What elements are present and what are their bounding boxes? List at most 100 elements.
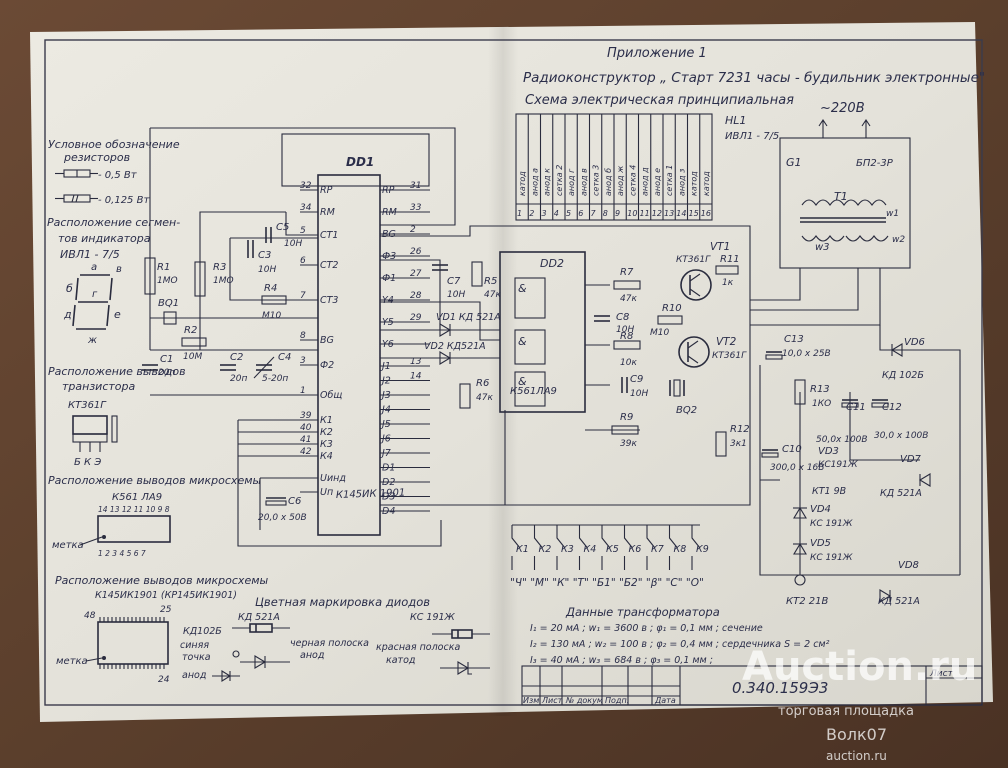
- segment-legend-part: ИВЛ1 - 7/5: [60, 248, 120, 261]
- c9-symbol: [621, 377, 628, 393]
- mains-arrows: [818, 119, 871, 138]
- dd1-right-pin-name: RM: [382, 207, 397, 218]
- r9-label: R9: [620, 412, 633, 423]
- dd1-left-pin-number: 5: [300, 226, 306, 236]
- dd1-right-pin-number: 26: [410, 247, 422, 257]
- hl1-pin-number: 7: [591, 209, 597, 218]
- segment-zh: ж: [87, 335, 97, 346]
- g1-type: БП2-3Р: [856, 158, 894, 169]
- w2-label: w2: [892, 235, 905, 245]
- dd2-wiring: [380, 259, 640, 505]
- key-switch: [646, 525, 656, 570]
- hl1-pin-number: 1: [517, 209, 522, 218]
- dd1-left-pin-number: 1: [300, 386, 306, 396]
- dd1-right-pin-number: 28: [410, 291, 422, 301]
- dd1-left-pin-name: Uп: [320, 487, 333, 498]
- c6-value: 20,0 х 50В: [258, 513, 307, 523]
- vd8-label: VD8: [898, 560, 919, 571]
- key-label: К9: [696, 544, 709, 555]
- hl1-pin-label: анод в: [579, 168, 588, 196]
- c3-value: 10Н: [258, 265, 276, 275]
- g1-box: [779, 137, 911, 269]
- transformer-data-row-1: I₁ = 20 мА ; w₁ = 3600 в ; φ₁ = 0,1 мм ;…: [530, 623, 763, 634]
- dd1-left-pin-number: 40: [300, 423, 312, 433]
- dd1-right-pin-name: J2: [380, 376, 391, 387]
- dd1-right-pin-number: 31: [410, 181, 421, 191]
- schematic-subtitle: Схема электрическая принципиальная: [525, 93, 794, 108]
- kd521-symbol: [240, 655, 290, 669]
- dd1-left-pin-name: Общ: [320, 390, 342, 401]
- ic1-pins-bottom: 1 2 3 4 5 6 7: [98, 549, 146, 558]
- segment-b: б: [66, 282, 73, 295]
- vd1-symbol: [439, 323, 452, 337]
- dd1-right-pin-name: J4: [380, 405, 391, 416]
- c4-label: C4: [278, 352, 291, 363]
- dd1-right-pin-name: D3: [382, 492, 395, 503]
- dd1-left-pin-number: 8: [300, 331, 306, 341]
- resistor-legend-title-2: резисторов: [63, 151, 130, 164]
- r9-body: [611, 425, 639, 435]
- ic2-mark-label: метка: [56, 656, 88, 667]
- dd1-left-pin-name: К3: [320, 439, 333, 450]
- hl1-pin-label: анод д: [641, 167, 650, 196]
- hl1-pin-number: 4: [554, 209, 559, 218]
- vt-bottom-label: КТ2 21В: [786, 596, 828, 607]
- c13-value: 10,0 х 25В: [782, 349, 831, 359]
- dd1-right-pin-name: ВG: [382, 229, 396, 240]
- r5-label: R5: [484, 276, 497, 287]
- vd2-label: VD2 КД521А: [424, 341, 486, 352]
- hl1-pin-label: анод а: [530, 168, 539, 196]
- g1-label: G1: [786, 156, 802, 169]
- key-label: К1: [516, 544, 529, 555]
- dd1-right-pin-number: 27: [410, 269, 422, 279]
- bq2-label: BQ2: [676, 405, 697, 416]
- c10-value: 300,0 х 16В: [770, 463, 824, 473]
- dd1-left-pin-number: 7: [300, 291, 306, 301]
- r6-body: [459, 383, 471, 409]
- hl1-pin-number: 13: [664, 209, 674, 218]
- vd6-symbol: [890, 343, 903, 357]
- c5-label: C5: [276, 222, 289, 233]
- c6-symbol: [265, 497, 287, 506]
- r4-label: R4: [264, 283, 277, 294]
- dd1-left-pin-name: ВG: [320, 335, 334, 346]
- ic1-mark-label: метка: [52, 540, 84, 551]
- transformer-windings: [800, 199, 889, 242]
- c11-symbol: [841, 399, 859, 408]
- resistor-0125w-label: - 0,125 Вт: [98, 195, 150, 206]
- hl1-pin-number: 3: [542, 209, 547, 218]
- dd1-right-pin-name: J3: [380, 390, 391, 401]
- r12-label: R12: [730, 424, 750, 435]
- transformer-data-title: Данные трансформатора: [565, 605, 720, 619]
- r13-label: R13: [810, 384, 830, 395]
- ic1-legend-part: К561 ЛА9: [112, 492, 162, 503]
- c12-value: 30,0 х 100В: [874, 431, 928, 441]
- dd1-left-pin-number: 34: [300, 203, 312, 213]
- r13-body: [794, 379, 806, 405]
- key-label: К4: [584, 544, 597, 555]
- c5-value: 10Н: [284, 239, 302, 249]
- ic1-legend-title: Расположение выводов микросхемы: [48, 474, 262, 487]
- key-switch: [511, 525, 521, 570]
- ic1-package: [97, 515, 171, 543]
- kd521-package: [232, 623, 290, 633]
- c12-symbol: [871, 399, 889, 408]
- dd2-label: DD2: [540, 257, 564, 270]
- key-switch: [556, 525, 566, 570]
- transistor-legend-title-2: транзистора: [62, 380, 135, 393]
- vd2-symbol: [439, 351, 452, 365]
- hl1-pin-label: катод: [690, 171, 699, 196]
- dd1-right-pin-name: Y5: [382, 317, 394, 328]
- ic2-legend-part: К145ИК1901 (КР145ИК1901): [95, 590, 237, 601]
- main-bus-wiring: [380, 225, 751, 506]
- mains-label: ~220В: [820, 101, 865, 116]
- vd6-type: КД 102Б: [882, 370, 924, 381]
- vd7-symbol: [918, 473, 931, 487]
- dd1-right-pin-name: J1: [380, 361, 391, 372]
- resistor-05w-label: - 0,5 Вт: [98, 170, 138, 181]
- ic2-pin-24: 24: [158, 675, 170, 685]
- key-label: К7: [651, 544, 664, 555]
- diode-marking-blue-2: точка: [182, 652, 211, 663]
- dd1-right-pin-number: 14: [410, 372, 422, 382]
